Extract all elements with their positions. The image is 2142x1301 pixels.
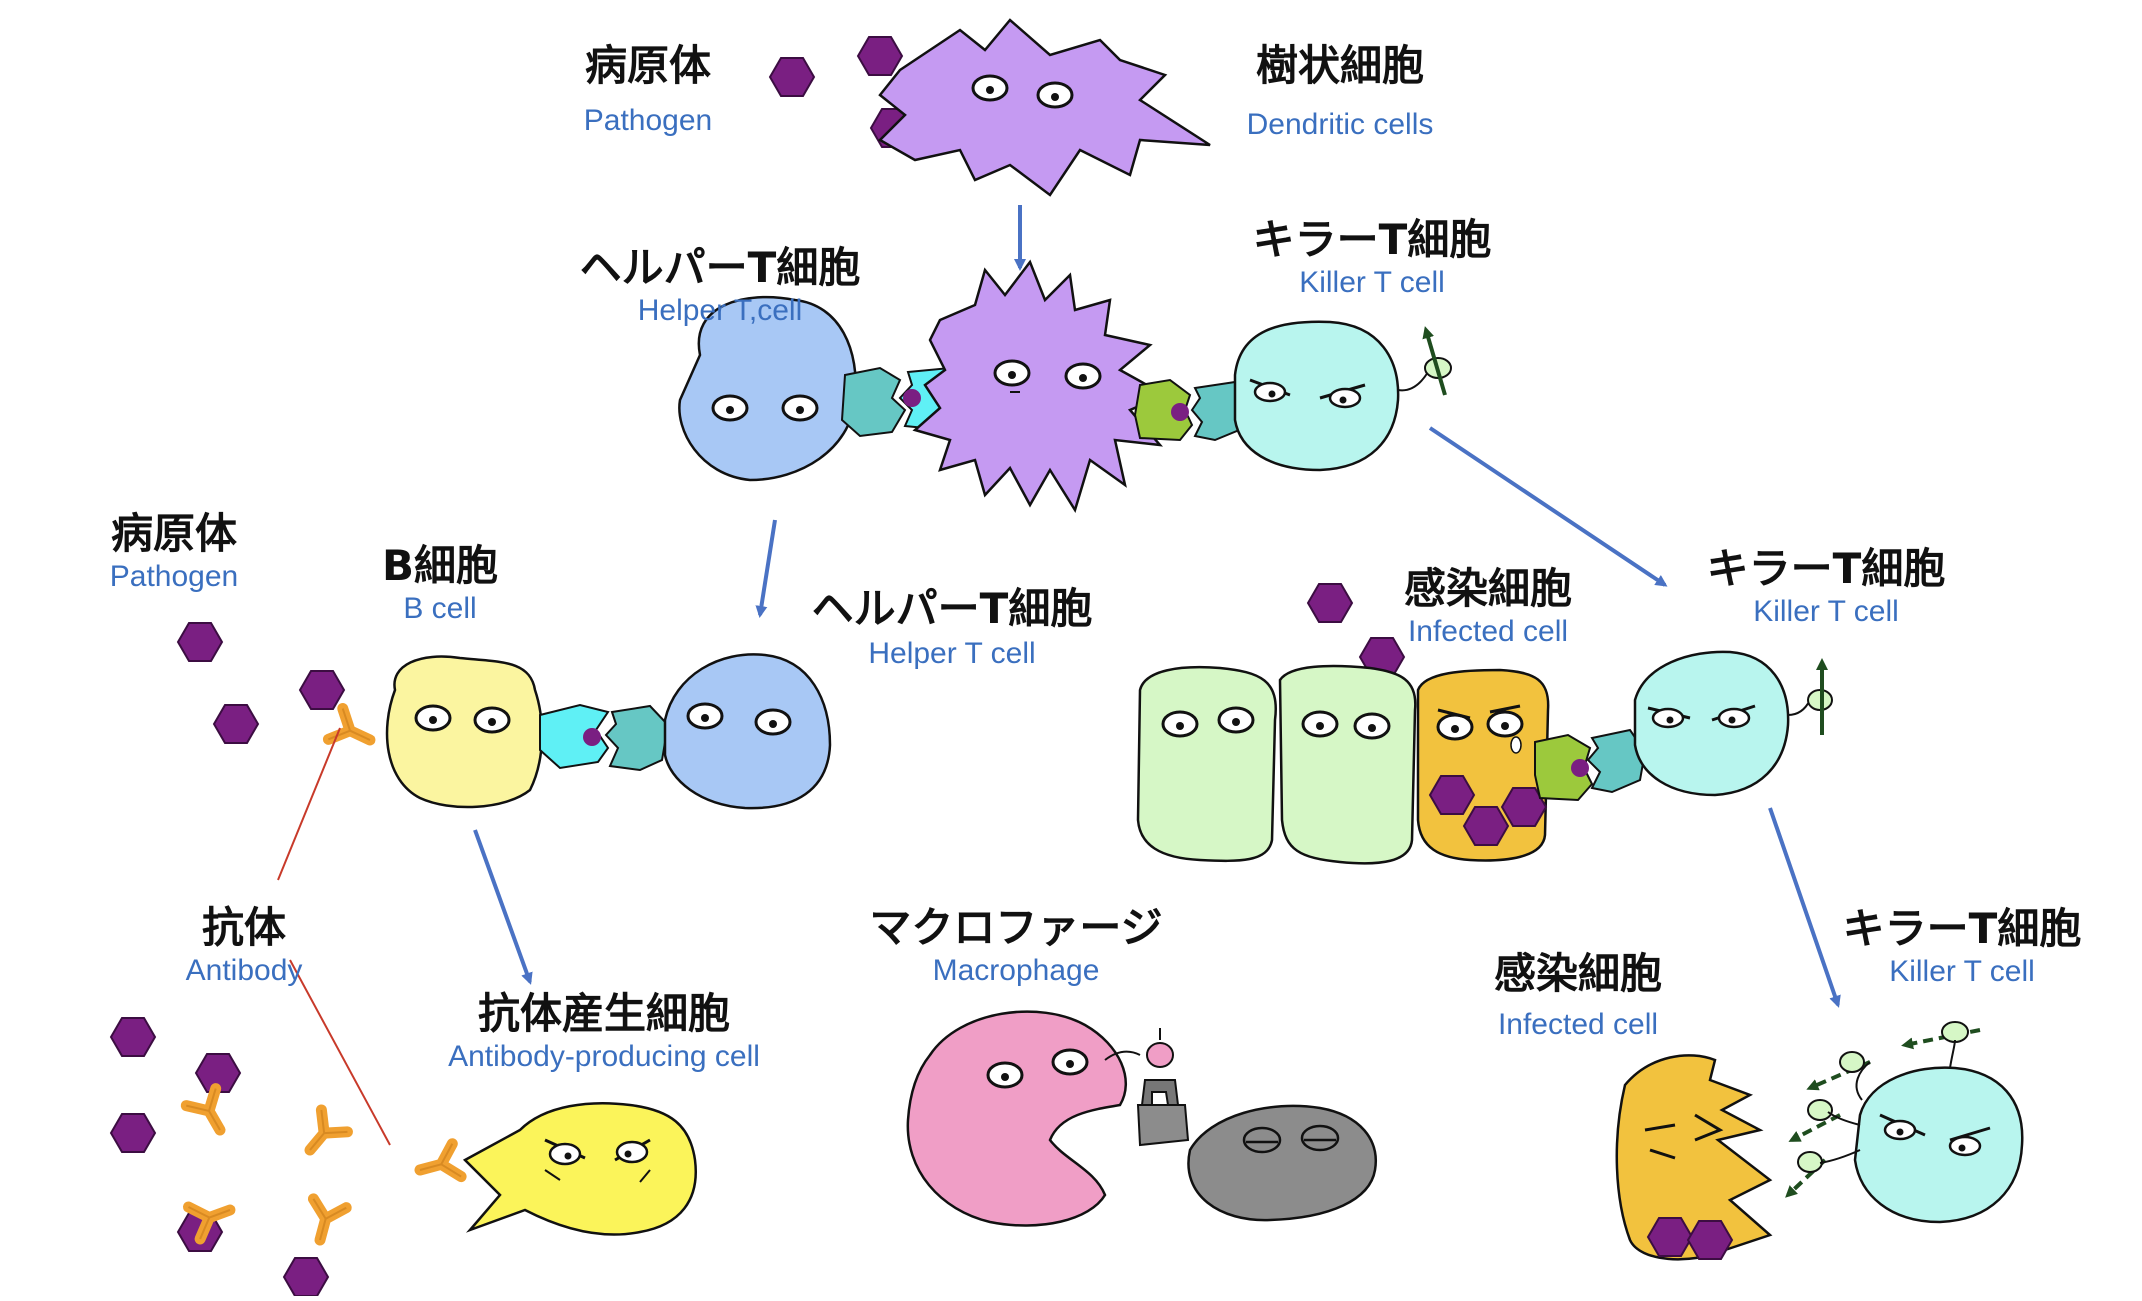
label-dendritic: 樹状細胞 Dendritic cells [1246, 41, 1434, 143]
pathogen [213, 704, 259, 744]
healthy-cell-2 [1278, 664, 1417, 865]
pathogen [1647, 1217, 1693, 1257]
arrow-to-killer-t-bottom [1768, 807, 1841, 1008]
pathogen [110, 1017, 156, 1057]
label-antibody: 抗体 Antibody [185, 903, 303, 989]
perforin-attack [1785, 1021, 1981, 1198]
healthy-cell-1 [1136, 665, 1277, 863]
label-antibody-producing-jp: 抗体産生細胞 [477, 989, 731, 1038]
killer-t-cell-top [1233, 320, 1452, 472]
label-killer-bottom: キラーT細胞 Killer T cell [1842, 904, 2082, 990]
label-b-cell-en: B cell [403, 592, 477, 626]
dendritic-cell-center [912, 259, 1168, 514]
label-b-cell: B細胞 B cell [381, 541, 499, 627]
b-cell [385, 655, 544, 809]
antibody-pointer-line [289, 959, 391, 1146]
receptor-pair-killer-top [1133, 378, 1250, 442]
label-pathogen-left: 病原体 Pathogen [109, 509, 239, 595]
label-killer-mid: キラーT細胞 Killer T cell [1706, 544, 1946, 630]
label-infected-mid-en: Infected cell [1407, 615, 1569, 649]
antibody [297, 1110, 347, 1161]
antibody-producing-cell [462, 1102, 697, 1236]
antibody [186, 1089, 234, 1139]
pathogen [177, 622, 223, 662]
macrophage [906, 1010, 1128, 1227]
arrow-to-antibody-producing [473, 829, 533, 985]
label-antibody-en: Antibody [185, 954, 303, 988]
label-helper-mid-en: Helper T cell [868, 637, 1036, 671]
pathogen-group-mid [1307, 583, 1405, 677]
label-helper-mid-jp: ヘルパーT細胞 [811, 584, 1093, 633]
label-dendritic-en: Dendritic cells [1246, 108, 1434, 142]
label-killer-mid-jp: キラーT細胞 [1706, 544, 1946, 593]
pathogen [283, 1257, 329, 1297]
dead-cell [1187, 1104, 1377, 1222]
antibody [416, 1144, 462, 1187]
antibody-receptor [328, 709, 377, 756]
label-killer-mid-en: Killer T cell [1753, 595, 1899, 629]
arrow-to-killer-t-mid [1428, 426, 1668, 587]
label-helper-top-en: Helper T,cell [637, 294, 803, 328]
label-infected-mid: 感染細胞 Infected cell [1403, 564, 1573, 650]
label-infected-bottom-en: Infected cell [1497, 1008, 1659, 1042]
label-macrophage: マクロファージ Macrophage [869, 903, 1163, 989]
label-macrophage-jp: マクロファージ [869, 903, 1163, 952]
antibody-pointer-line [277, 727, 341, 881]
label-antibody-producing: 抗体産生細胞 Antibody-producing cell [448, 989, 760, 1075]
pathogen [1687, 1220, 1733, 1260]
receptor-pair-b-helper [539, 703, 670, 772]
pathogen [1307, 583, 1353, 623]
antibody [304, 1199, 347, 1245]
label-infected-bottom-jp: 感染細胞 [1493, 949, 1663, 998]
label-infected-bottom: 感染細胞 Infected cell [1493, 949, 1663, 1043]
label-killer-top: キラーT細胞 Killer T cell [1252, 215, 1492, 301]
label-b-cell-jp: B細胞 [381, 541, 499, 590]
label-macrophage-en: Macrophage [932, 954, 1100, 988]
label-helper-mid: ヘルパーT細胞 Helper T cell [811, 584, 1093, 672]
pathogen [857, 36, 903, 76]
label-killer-top-jp: キラーT細胞 [1252, 215, 1492, 264]
antigen-presentation-macrophage [1104, 1028, 1190, 1147]
pathogen-group-left [177, 622, 345, 744]
killer-t-cell-mid [1633, 650, 1833, 797]
antibody-field [110, 1017, 462, 1297]
label-helper-top: ヘルパーT細胞 Helper T,cell [579, 243, 861, 329]
label-pathogen-top: 病原体 Pathogen [583, 41, 713, 139]
pathogen [769, 57, 815, 97]
label-infected-mid-jp: 感染細胞 [1403, 564, 1573, 613]
label-pathogen-top-jp: 病原体 [584, 41, 712, 90]
infected-cell-mid [1416, 668, 1550, 862]
label-dendritic-jp: 樹状細胞 [1255, 41, 1425, 90]
killer-t-cell-bottom [1819, 1039, 2024, 1224]
label-pathogen-left-en: Pathogen [109, 560, 239, 594]
dendritic-cell-top [877, 18, 1211, 197]
label-pathogen-left-jp: 病原体 [110, 509, 238, 558]
helper-t-cell-mid [663, 653, 832, 810]
pathogen [299, 670, 345, 710]
label-pathogen-top-en: Pathogen [583, 104, 713, 138]
pathogen [1463, 806, 1509, 846]
label-killer-bottom-jp: キラーT細胞 [1842, 904, 2082, 953]
receptor-pair-infected-killer [1534, 728, 1647, 802]
label-antibody-jp: 抗体 [201, 903, 286, 952]
infected-cell-bottom [1615, 1054, 1773, 1261]
pathogen [1429, 775, 1475, 815]
label-killer-top-en: Killer T cell [1299, 266, 1445, 300]
label-antibody-producing-en: Antibody-producing cell [448, 1040, 760, 1074]
arrow-to-b-cell-activation [755, 519, 777, 618]
pathogen [110, 1113, 156, 1153]
label-helper-top-jp: ヘルパーT細胞 [579, 243, 861, 292]
label-killer-bottom-en: Killer T cell [1889, 955, 2035, 989]
